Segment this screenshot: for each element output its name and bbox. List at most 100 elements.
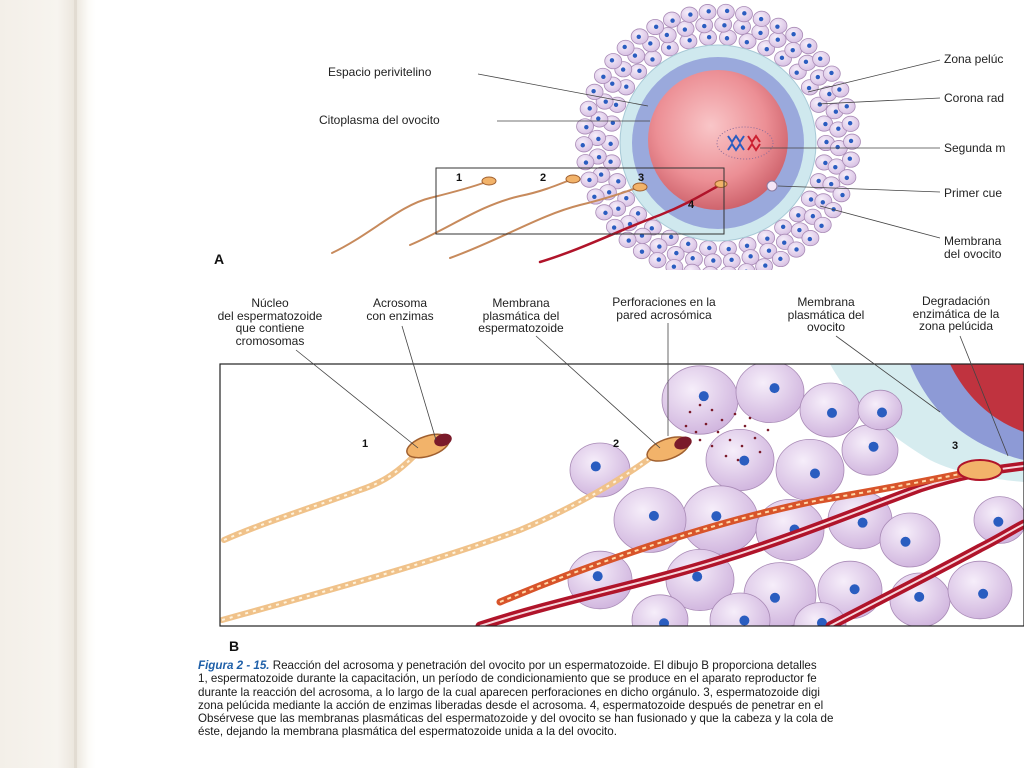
sperm-number-a-4: 4 bbox=[688, 199, 695, 211]
cell-nucleus bbox=[829, 70, 834, 76]
panel-label-b: B bbox=[229, 638, 240, 654]
cell-nucleus bbox=[807, 43, 812, 48]
cell-nucleus bbox=[816, 178, 821, 184]
cell-nucleus bbox=[824, 139, 829, 145]
cell-nucleus bbox=[726, 246, 731, 252]
cell-nucleus bbox=[914, 591, 925, 602]
label-membrana-espermatozoide: Membrana plasmática del espermatozoide bbox=[478, 296, 564, 335]
cell-nucleus bbox=[868, 441, 879, 452]
first-polar-body bbox=[766, 180, 778, 192]
cell-nucleus bbox=[603, 99, 608, 104]
cell-nucleus bbox=[766, 248, 772, 253]
cell-nucleus bbox=[763, 263, 768, 268]
cell-nucleus bbox=[648, 510, 659, 521]
leader-lines-b bbox=[295, 323, 1009, 457]
label-acrosoma: Acrosoma con enzimas bbox=[366, 296, 434, 323]
label-primer-cuerpo: Primer cue bbox=[944, 186, 1003, 200]
cell-nucleus bbox=[819, 223, 824, 229]
cell-nucleus bbox=[587, 106, 592, 111]
cell-nucleus bbox=[794, 70, 799, 75]
corona-cells-b bbox=[567, 364, 1024, 626]
label-membrana-ovocito-b: Membrana plasmática del ovocito bbox=[787, 295, 865, 334]
cell-nucleus bbox=[591, 88, 596, 94]
cell-nucleus bbox=[657, 244, 662, 249]
sperm-number-a-2: 2 bbox=[540, 172, 547, 184]
oocyte-cytoplasm-b bbox=[950, 364, 1024, 432]
cell-nucleus bbox=[610, 120, 616, 126]
cell-nucleus bbox=[744, 243, 750, 249]
caption-line-5: Obsérvese que las membranas plasmáticas … bbox=[198, 712, 834, 726]
label-segunda-meiosis: Segunda m bbox=[944, 141, 1006, 155]
cell-nucleus bbox=[616, 206, 621, 211]
label-zona-pelucida: Zona pelúc bbox=[944, 52, 1004, 66]
cell-nucleus bbox=[598, 172, 604, 177]
cell-nucleus bbox=[769, 592, 780, 603]
cell-nucleus bbox=[624, 84, 629, 89]
figure-a-illustration bbox=[331, 3, 941, 270]
cell-nucleus bbox=[758, 30, 763, 36]
cell-nucleus bbox=[636, 34, 641, 40]
cell-nucleus bbox=[993, 516, 1004, 527]
perforation-dots bbox=[684, 403, 770, 462]
sperm-number-b-3: 3 bbox=[952, 440, 959, 452]
sperm-number-a-1: 1 bbox=[456, 172, 463, 184]
cell-nucleus bbox=[622, 44, 627, 50]
cell-nucleus bbox=[794, 247, 799, 252]
cell-nucleus bbox=[656, 257, 661, 262]
cell-nucleus bbox=[829, 181, 834, 187]
cell-nucleus bbox=[847, 120, 853, 126]
cell-nucleus bbox=[711, 511, 722, 522]
sperm-tail-3-b bbox=[496, 470, 964, 606]
sperm-number-b-1: 1 bbox=[362, 438, 369, 450]
label-degradacion-zona: Degradación enzimática de la zona pelúci… bbox=[912, 294, 1000, 333]
cell-nucleus bbox=[847, 156, 853, 161]
cell-nucleus bbox=[808, 197, 814, 202]
label-espacio-perivitelino: Espacio perivitelino bbox=[328, 65, 432, 79]
cell-nucleus bbox=[592, 194, 597, 199]
cell-nucleus bbox=[769, 383, 780, 394]
cell-nucleus bbox=[978, 588, 989, 599]
label-corona-radiada: Corona rad bbox=[944, 91, 1005, 105]
cell-nucleus bbox=[739, 455, 750, 466]
sperm-number-b-2: 2 bbox=[613, 438, 620, 450]
cell-nucleus bbox=[632, 53, 638, 58]
cell-nucleus bbox=[764, 46, 769, 52]
follicle-cell bbox=[702, 266, 718, 270]
cell-nucleus bbox=[690, 256, 695, 261]
cell-nucleus bbox=[823, 160, 828, 166]
cell-nucleus bbox=[837, 87, 842, 92]
chromosomes bbox=[716, 126, 774, 160]
cell-nucleus bbox=[664, 32, 670, 38]
cell-nucleus bbox=[685, 241, 691, 247]
cell-nucleus bbox=[609, 58, 615, 63]
label-perforaciones: Perforaciones en la pared acrosómica bbox=[612, 295, 716, 322]
cell-nucleus bbox=[592, 571, 603, 582]
cell-nucleus bbox=[682, 27, 688, 32]
cell-nucleus bbox=[711, 258, 716, 263]
cell-nucleus bbox=[601, 74, 606, 80]
panel-label-a: A bbox=[214, 251, 225, 267]
cell-nucleus bbox=[687, 38, 692, 43]
cell-nucleus bbox=[742, 11, 747, 16]
cell-nucleus bbox=[820, 200, 826, 205]
cell-nucleus bbox=[740, 25, 746, 30]
cell-nucleus bbox=[810, 213, 816, 219]
cell-nucleus bbox=[698, 391, 709, 402]
cell-nucleus bbox=[639, 249, 645, 254]
cell-nucleus bbox=[671, 264, 677, 269]
cell-nucleus bbox=[848, 138, 854, 144]
cell-nucleus bbox=[758, 16, 764, 22]
cell-nucleus bbox=[823, 121, 828, 127]
cell-nucleus bbox=[635, 211, 641, 216]
cell-nucleus bbox=[739, 615, 750, 626]
caption-line-2: 1, espermatozoide durante la capacitació… bbox=[198, 672, 817, 686]
cell-nucleus bbox=[666, 45, 672, 50]
cell-nucleus bbox=[849, 584, 860, 595]
cell-nucleus bbox=[653, 24, 659, 30]
cell-nucleus bbox=[590, 461, 601, 472]
cell-nucleus bbox=[688, 12, 693, 17]
figure-label: Figura 2 - 15. bbox=[198, 659, 270, 672]
cell-nucleus bbox=[650, 57, 655, 62]
label-citoplasma-ovocito: Citoplasma del ovocito bbox=[319, 113, 440, 127]
